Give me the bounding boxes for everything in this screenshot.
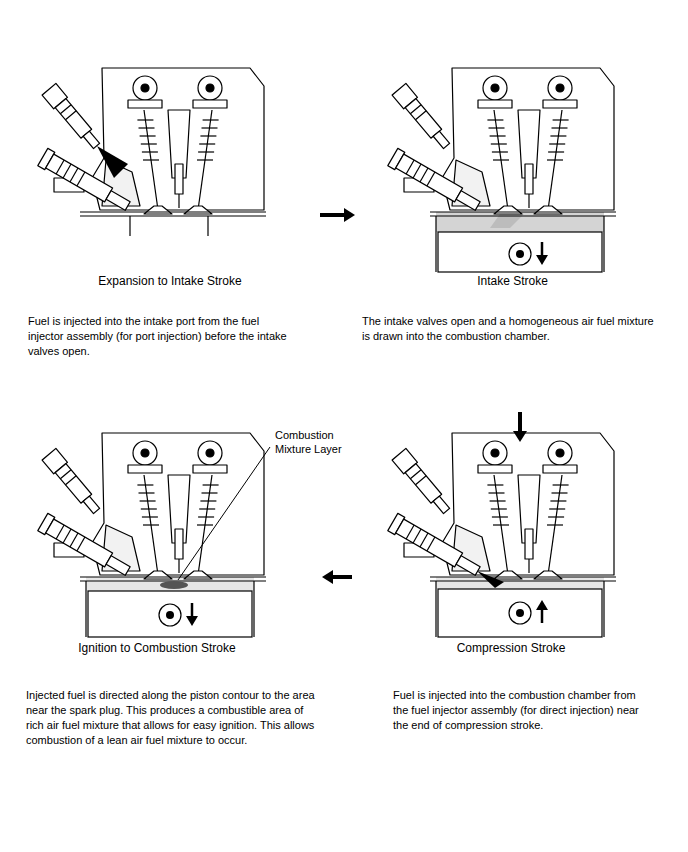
arrow-shaft	[331, 575, 352, 579]
ignition-illustration	[38, 433, 266, 637]
compression-illustration	[388, 433, 616, 637]
stroke-stage: Ignition to Combustion StrokeInjected fu…	[20, 442, 322, 762]
stage-description: The intake valves open and a homogeneous…	[362, 314, 654, 344]
arrow-head	[344, 208, 355, 222]
stage-description: Injected fuel is directed along the pist…	[26, 688, 322, 748]
arrow-shaft	[518, 412, 522, 433]
intake-illustration	[388, 68, 616, 272]
flow-arrow	[320, 208, 355, 222]
stroke-stage: Compression StrokeFuel is injected into …	[352, 442, 670, 762]
leader-line	[178, 447, 270, 580]
stage-title: Expansion to Intake Stroke	[20, 274, 320, 289]
stage-description: Fuel is injected into the intake port fr…	[28, 314, 296, 359]
stage-title: Compression Stroke	[352, 641, 670, 656]
stroke-stage: Expansion to Intake StrokeFuel is inject…	[20, 60, 320, 412]
flow-arrow	[322, 570, 352, 584]
port-injection-illustration	[38, 68, 266, 236]
stroke-stage: Intake StrokeThe intake valves open and …	[355, 60, 670, 412]
arrow-shaft	[320, 213, 346, 217]
callout-label: Combustion Mixture Layer	[275, 428, 357, 456]
flow-arrow	[513, 412, 527, 442]
arrow-head	[513, 431, 527, 442]
stage-title: Intake Stroke	[355, 274, 670, 289]
stage-title: Ignition to Combustion Stroke	[20, 641, 294, 656]
stage-description: Fuel is injected into the combustion cha…	[393, 688, 645, 733]
arrow-head	[322, 570, 333, 584]
